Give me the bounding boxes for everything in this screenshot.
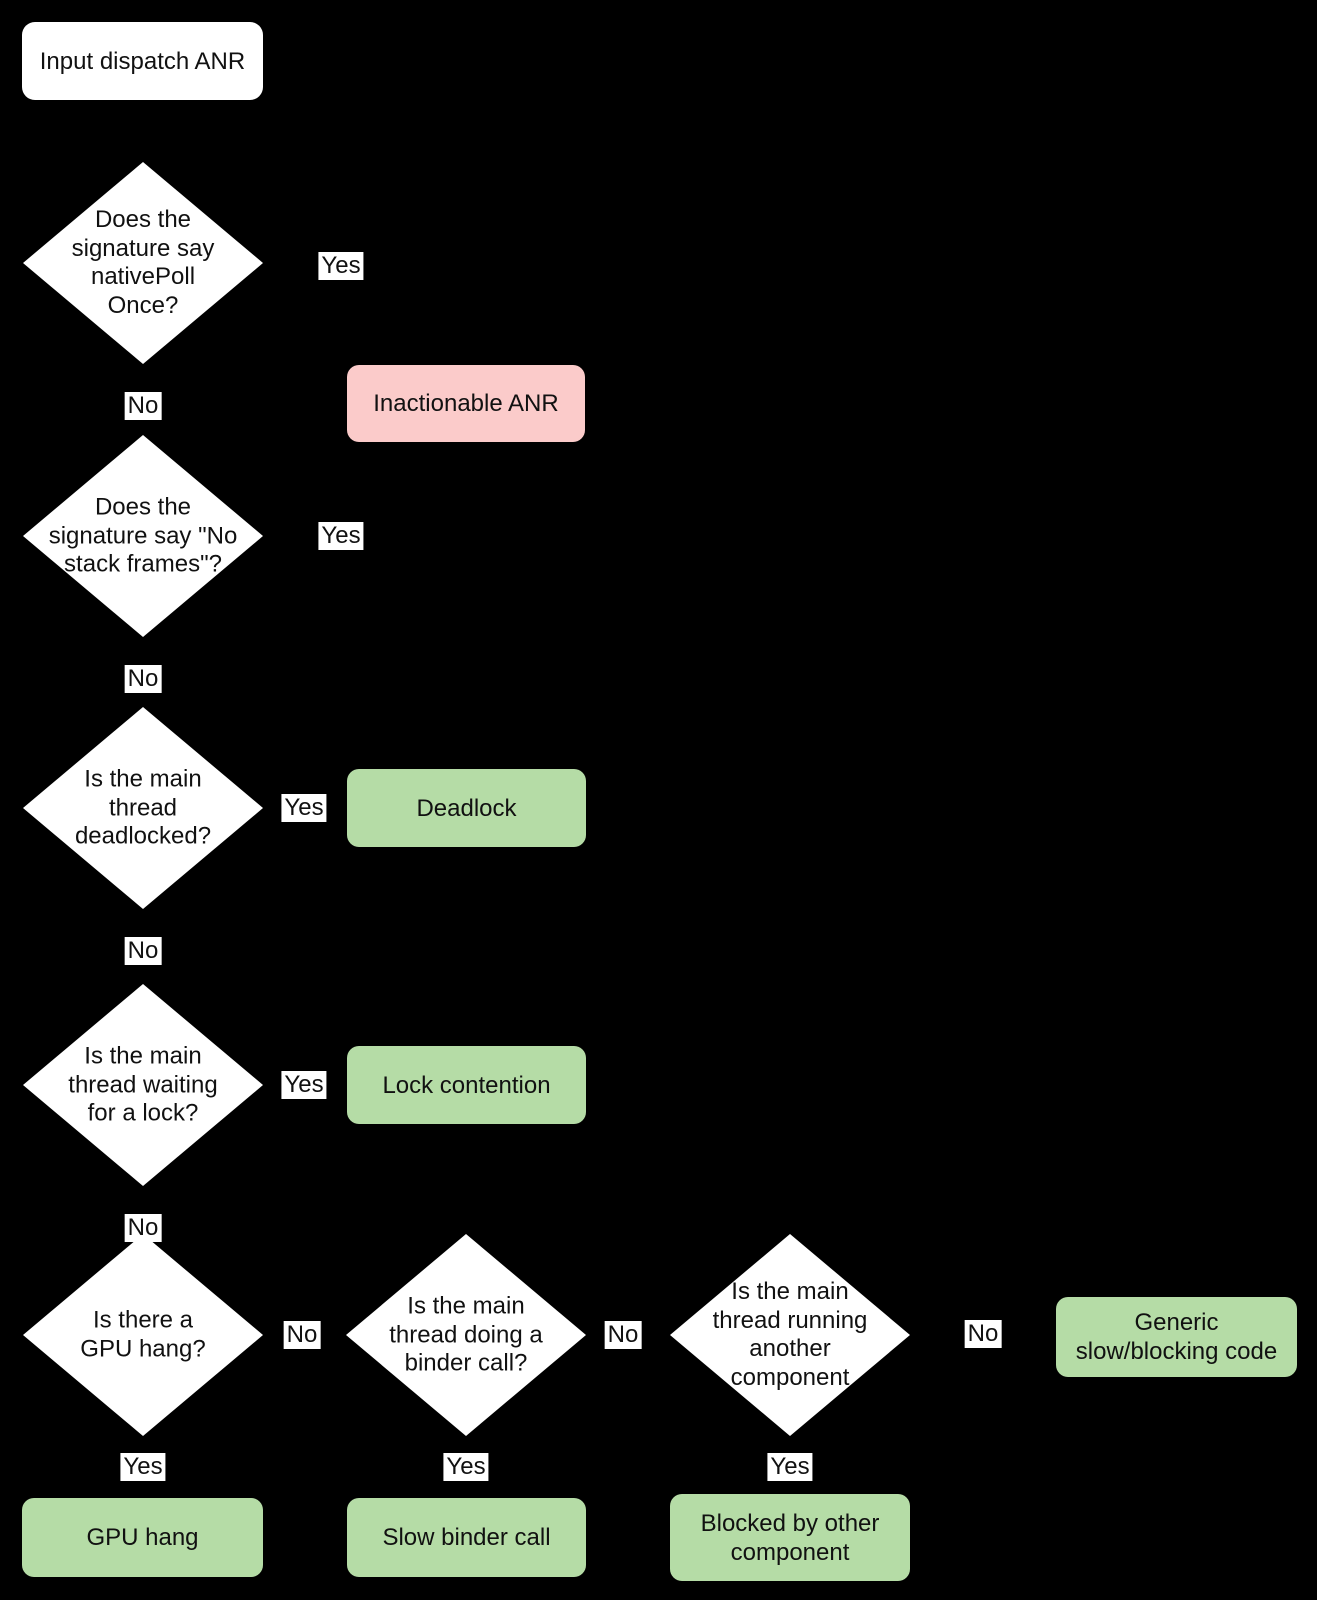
- decision-main-thread-waiting-lock: Is the main thread waiting for a lock?: [23, 984, 263, 1186]
- decision-gpu-hang: Is there a GPU hang?: [23, 1234, 263, 1436]
- edge-label-d5-no: No: [283, 1321, 321, 1349]
- decision-label: Is the main thread waiting for a lock?: [68, 1042, 218, 1127]
- outcome-deadlock: Deadlock: [347, 769, 586, 847]
- edge-label-d4-no: No: [124, 1214, 162, 1242]
- decision-running-another-component: Is the main thread running another compo…: [670, 1234, 910, 1436]
- decision-label: Is the main thread running another compo…: [712, 1278, 868, 1391]
- outcome-gpu-hang: GPU hang: [22, 1498, 263, 1577]
- start-node-input-dispatch-anr: Input dispatch ANR: [22, 22, 263, 100]
- edge-label-d1-no: No: [124, 392, 162, 420]
- decision-signature-no-stack-frames: Does the signature say "No stack frames"…: [23, 435, 263, 637]
- outcome-slow-binder-call: Slow binder call: [347, 1498, 586, 1577]
- decision-label: Is there a GPU hang?: [80, 1306, 206, 1363]
- edge-label-d4-yes: Yes: [281, 1071, 327, 1099]
- outcome-lock-contention: Lock contention: [347, 1046, 586, 1124]
- edge-label-d3-yes: Yes: [281, 794, 327, 822]
- decision-binder-call: Is the main thread doing a binder call?: [346, 1234, 586, 1436]
- edge-label-d1-yes: Yes: [318, 252, 364, 280]
- decision-label: Is the main thread doing a binder call?: [389, 1292, 543, 1377]
- decision-signature-nativepollonce: Does the signature say nativePoll Once?: [23, 162, 263, 364]
- decision-label: Does the signature say nativePoll Once?: [71, 206, 215, 319]
- edge-label-d6-yes: Yes: [443, 1453, 489, 1481]
- edge-label-d6-no: No: [604, 1321, 642, 1349]
- edge-label-d7-no: No: [964, 1320, 1002, 1348]
- decision-label: Is the main thread deadlocked?: [74, 765, 212, 850]
- outcome-blocked-by-other-component: Blocked by other component: [670, 1494, 910, 1581]
- edge-label-d5-yes: Yes: [120, 1453, 166, 1481]
- outcome-inactionable-anr: Inactionable ANR: [347, 365, 585, 442]
- edge-label-d2-yes: Yes: [318, 522, 364, 550]
- decision-main-thread-deadlocked: Is the main thread deadlocked?: [23, 707, 263, 909]
- edge-label-d2-no: No: [124, 665, 162, 693]
- edge-label-d7-yes: Yes: [767, 1453, 813, 1481]
- edge-label-d3-no: No: [124, 937, 162, 965]
- decision-label: Does the signature say "No stack frames"…: [48, 493, 238, 578]
- outcome-generic-slow-blocking-code: Generic slow/blocking code: [1056, 1297, 1297, 1377]
